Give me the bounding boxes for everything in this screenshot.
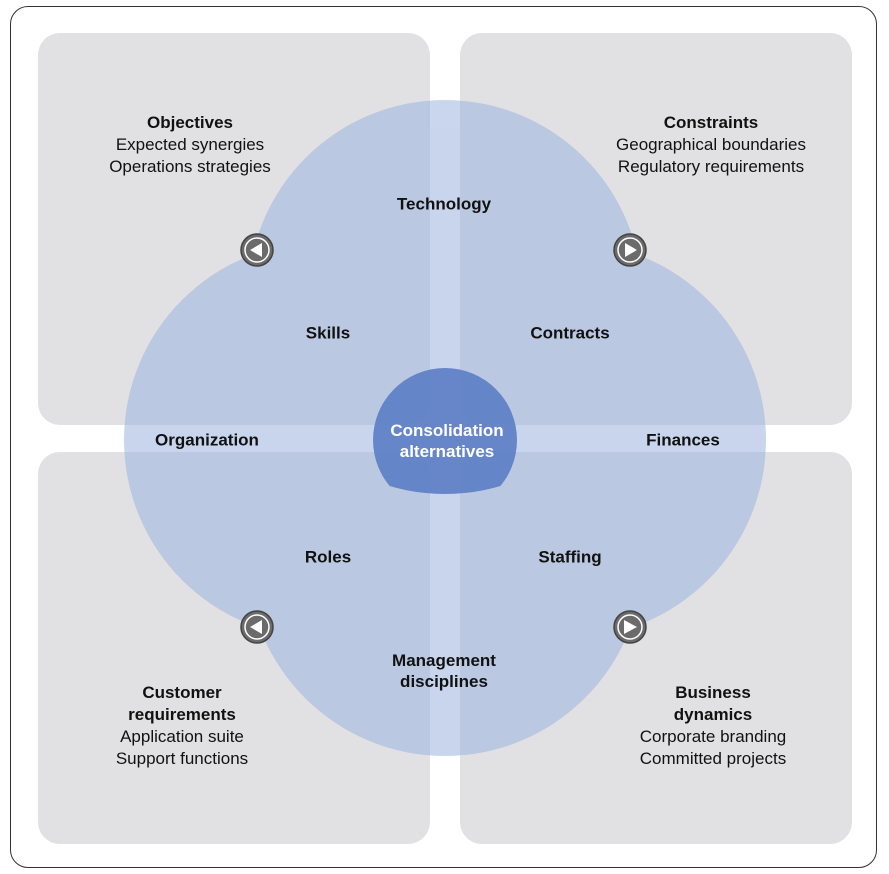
objectives-line-2: Operations strategies bbox=[109, 157, 271, 176]
customer-title-1: Customer bbox=[142, 683, 222, 702]
objectives-line-1: Expected synergies bbox=[115, 135, 265, 154]
center-line-1: Consolidation bbox=[390, 421, 504, 440]
skills-label: Skills bbox=[305, 323, 351, 343]
business-line-1: Corporate branding bbox=[639, 727, 787, 746]
finances-label: Finances bbox=[646, 430, 720, 450]
management-disciplines-label: Management disciplines bbox=[392, 650, 496, 692]
constraints-title: Constraints bbox=[663, 113, 759, 132]
constraints-line-2: Regulatory requirements bbox=[617, 157, 805, 176]
business-title-2: dynamics bbox=[673, 705, 753, 724]
consolidation-alternatives-label: Consolidation alternatives bbox=[390, 420, 503, 462]
customer-requirements-block: Customer requirements Application suite … bbox=[116, 682, 248, 770]
technology-label: Technology bbox=[396, 194, 492, 214]
constraints-block: Constraints Geographical boundaries Regu… bbox=[616, 112, 806, 178]
constraints-line-1: Geographical boundaries bbox=[616, 135, 806, 154]
arrow-down-left-icon[interactable] bbox=[240, 610, 274, 644]
circle-management-disciplines bbox=[247, 360, 643, 756]
objectives-title: Objectives bbox=[147, 113, 233, 132]
customer-title-2: requirements bbox=[128, 705, 236, 724]
customer-line-1: Application suite bbox=[120, 727, 244, 746]
business-line-2: Committed projects bbox=[639, 749, 787, 768]
arrow-down-right-icon[interactable] bbox=[613, 610, 647, 644]
business-dynamics-block: Business dynamics Corporate branding Com… bbox=[640, 682, 786, 770]
contracts-label: Contracts bbox=[530, 323, 610, 343]
management-line-2: disciplines bbox=[400, 672, 488, 691]
overlap-center bbox=[373, 368, 517, 494]
customer-line-2: Support functions bbox=[115, 749, 249, 768]
arrow-up-right-icon[interactable] bbox=[613, 233, 647, 267]
management-line-1: Management bbox=[392, 651, 496, 670]
center-line-2: alternatives bbox=[399, 442, 495, 461]
roles-label: Roles bbox=[304, 547, 352, 567]
organization-label: Organization bbox=[155, 430, 259, 450]
staffing-label: Staffing bbox=[538, 547, 602, 567]
objectives-block: Objectives Expected synergies Operations… bbox=[109, 112, 271, 178]
business-title-1: Business bbox=[675, 683, 751, 702]
arrow-up-left-icon[interactable] bbox=[240, 233, 274, 267]
